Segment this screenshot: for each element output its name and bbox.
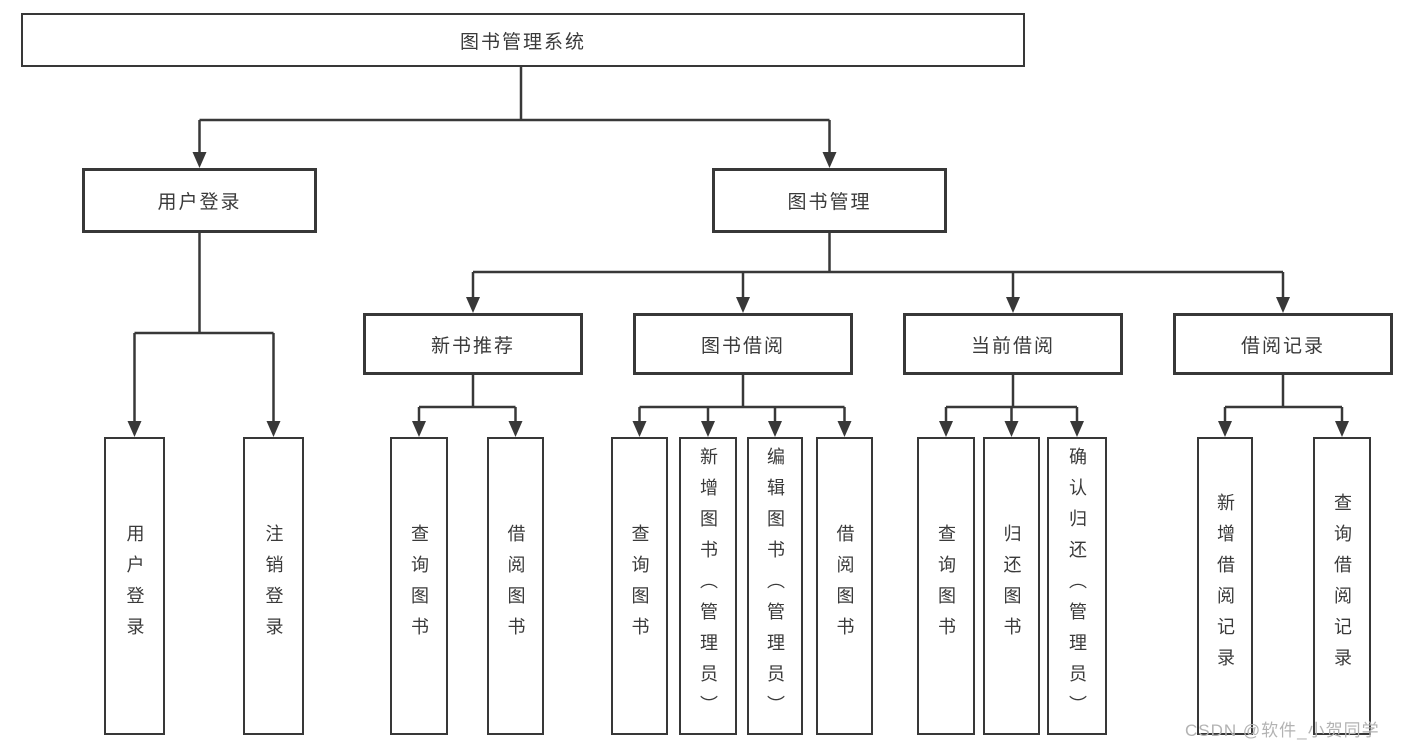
node-label: 归还图书: [1001, 524, 1022, 648]
node-book-management: 图书管理: [712, 168, 947, 233]
edges-book-borrow: [632, 375, 852, 437]
node-current-borrow: 当前借阅: [903, 313, 1123, 375]
leaf-edit-book-admin: 编辑图书（管理员）: [747, 437, 803, 735]
node-borrow-records: 借阅记录: [1173, 313, 1393, 375]
node-label: 查询图书: [409, 524, 429, 648]
node-label: 用户登录: [124, 524, 145, 648]
edges-root: [192, 67, 837, 168]
leaf-borrow-books: 借阅图书: [816, 437, 873, 735]
node-label: 编辑图书（管理员）: [765, 446, 785, 726]
node-label: 查询图书: [629, 524, 650, 648]
node-label: 用户登录: [157, 192, 242, 213]
node-label: 当前借阅: [970, 335, 1055, 357]
node-user-login: 用户登录: [82, 168, 317, 233]
node-book-borrow: 图书借阅: [633, 313, 853, 375]
node-root: 图书管理系统: [21, 13, 1025, 67]
leaf-borrow-books-recommend: 借阅图书: [487, 437, 544, 735]
node-label: 新增图书（管理员）: [698, 446, 718, 726]
leaf-logout: 注销登录: [243, 437, 304, 735]
node-label: 借阅图书: [505, 524, 526, 648]
leaf-confirm-return-admin: 确认归还（管理员）: [1047, 437, 1107, 735]
leaf-query-borrow-record: 查询借阅记录: [1313, 437, 1371, 735]
leaf-user-login: 用户登录: [104, 437, 165, 735]
edges-book-management: [466, 233, 1290, 313]
node-label: 图书借阅: [700, 335, 785, 357]
node-new-book-recommend: 新书推荐: [363, 313, 583, 375]
node-label: 注销登录: [263, 524, 284, 648]
node-label: 图书管理: [787, 192, 872, 213]
watermark: CSDN @软件_小贺同学: [1185, 721, 1380, 740]
node-label: 查询借阅记录: [1332, 493, 1352, 679]
edges-user-login: [127, 233, 281, 437]
node-label: 图书管理系统: [459, 31, 586, 53]
edges-borrow-records: [1218, 375, 1349, 437]
edges-current-borrow: [939, 375, 1084, 437]
node-label: 借阅图书: [834, 524, 855, 648]
leaf-add-book-admin: 新增图书（管理员）: [679, 437, 737, 735]
leaf-query-books-recommend: 查询图书: [390, 437, 448, 735]
leaf-return-book: 归还图书: [983, 437, 1040, 735]
node-label: 借阅记录: [1240, 335, 1325, 357]
node-label: 查询图书: [936, 524, 956, 648]
edges-new-book-recommend: [412, 375, 523, 437]
node-label: 确认归还（管理员）: [1067, 446, 1087, 726]
leaf-query-books-borrow: 查询图书: [611, 437, 668, 735]
leaf-query-books-current: 查询图书: [917, 437, 975, 735]
node-label: 新增借阅记录: [1215, 493, 1235, 679]
leaf-add-borrow-record: 新增借阅记录: [1197, 437, 1253, 735]
node-label: 新书推荐: [430, 335, 515, 357]
